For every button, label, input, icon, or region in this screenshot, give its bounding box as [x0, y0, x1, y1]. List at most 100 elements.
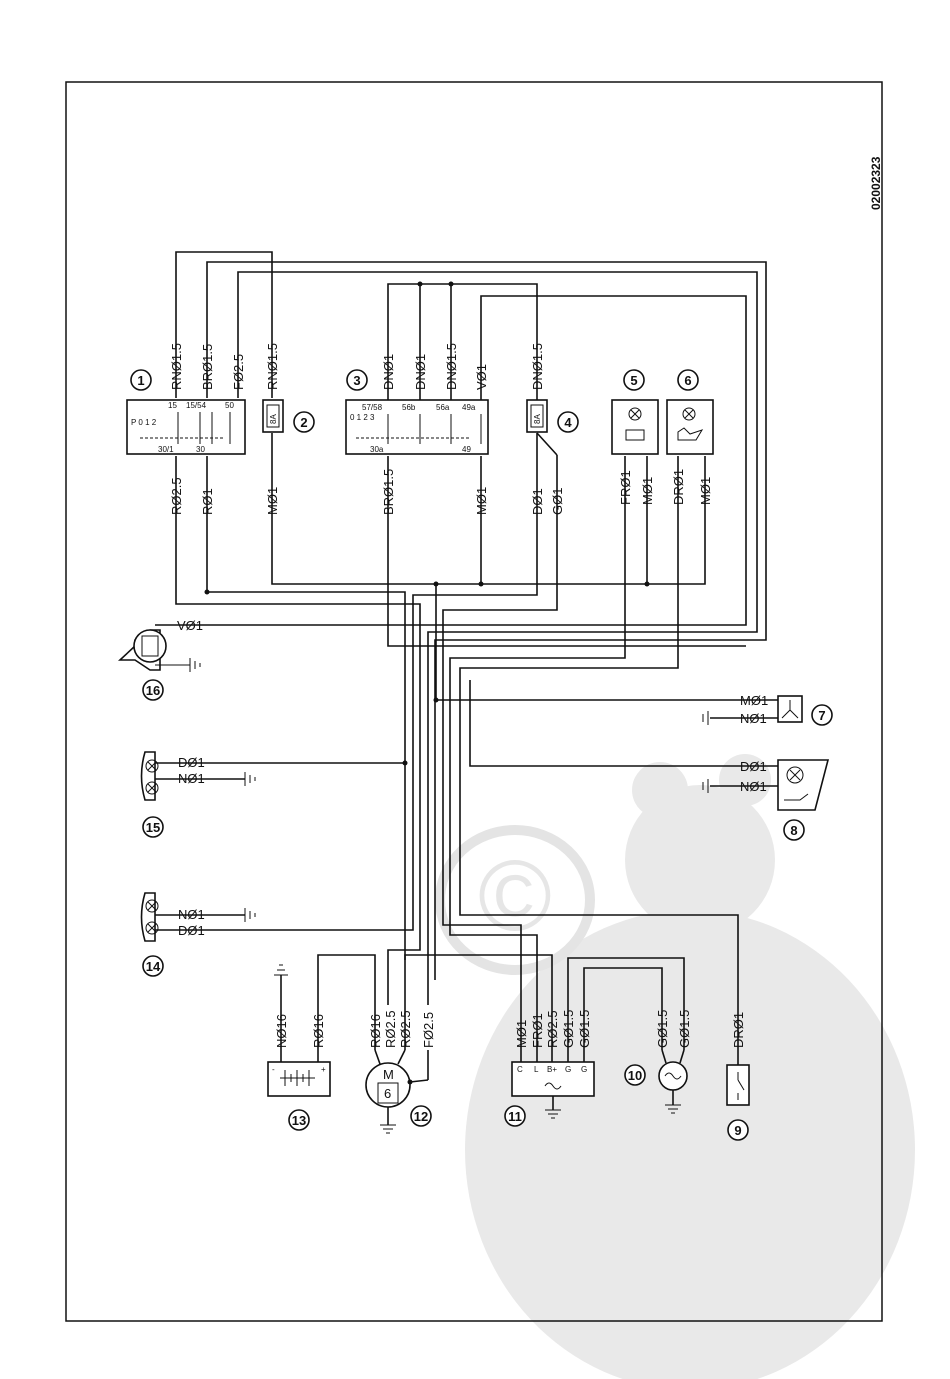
component-10-badge: [624, 1064, 646, 1086]
ignition-positions: P 0 1 2: [131, 418, 157, 427]
component-5-badge: [623, 369, 645, 391]
svg-text:VØ1: VØ1: [177, 618, 203, 633]
svg-text:49: 49: [462, 445, 471, 454]
svg-text:BRØ1.5: BRØ1.5: [200, 344, 215, 390]
svg-text:RØ2.5: RØ2.5: [169, 477, 184, 515]
svg-text:MØ1: MØ1: [640, 477, 655, 505]
svg-text:M: M: [383, 1067, 394, 1082]
svg-text:30a: 30a: [370, 445, 384, 454]
junction-dots: [204, 281, 650, 766]
svg-text:DRØ1: DRØ1: [671, 469, 686, 505]
component-7-badge: [811, 704, 833, 726]
svg-text:MØ1: MØ1: [740, 693, 768, 708]
svg-text:DNØ1.5: DNØ1.5: [444, 343, 459, 390]
svg-text:2: 2: [300, 415, 307, 430]
watermark-figure: ©: [435, 754, 915, 1379]
svg-text:MØ1: MØ1: [474, 487, 489, 515]
svg-text:9: 9: [734, 1123, 741, 1138]
svg-text:BRØ1.5: BRØ1.5: [381, 469, 396, 515]
svg-text:RØ16: RØ16: [311, 1014, 326, 1048]
svg-text:8A: 8A: [269, 414, 278, 424]
horn-button: [702, 695, 803, 725]
svg-text:L: L: [534, 1065, 539, 1074]
svg-text:RNØ1.5: RNØ1.5: [169, 343, 184, 390]
svg-text:13: 13: [292, 1113, 306, 1128]
wire-labels-mid: RØ2.5 RØ1 MØ1 BRØ1.5 MØ1 DØ1 GØ1 FRØ1 MØ…: [169, 469, 713, 515]
svg-text:-: -: [272, 1065, 275, 1074]
horn: [117, 629, 201, 672]
svg-text:DNØ1.5: DNØ1.5: [530, 343, 545, 390]
component-14-badge: [142, 955, 164, 977]
light-switch: 0 1 2 3 57/58 56b 56a 49a 30a 49: [345, 399, 489, 455]
svg-text:+: +: [321, 1065, 326, 1074]
regulator: C L B+ G G: [511, 1050, 595, 1119]
svg-text:7: 7: [818, 708, 825, 723]
svg-text:GØ1.5: GØ1.5: [577, 1010, 592, 1048]
svg-text:DØ1: DØ1: [740, 759, 767, 774]
svg-text:DØ1: DØ1: [178, 923, 205, 938]
svg-text:6: 6: [384, 1086, 391, 1101]
svg-text:56a: 56a: [436, 403, 450, 412]
wire-network: [155, 251, 767, 1080]
svg-text:57/58: 57/58: [362, 403, 383, 412]
component-15-badge: [142, 816, 164, 838]
component-13-badge: [288, 1109, 310, 1131]
svg-text:0 1 2 3: 0 1 2 3: [350, 413, 375, 422]
component-12-badge: [410, 1105, 432, 1127]
component-3-badge: [346, 369, 368, 391]
svg-text:NØ1: NØ1: [178, 771, 205, 786]
svg-text:FRØ1: FRØ1: [530, 1013, 545, 1048]
tail-lamp: [702, 759, 830, 811]
svg-text:RNØ1.5: RNØ1.5: [265, 343, 280, 390]
svg-text:FØ2.5: FØ2.5: [421, 1012, 436, 1048]
svg-text:GØ1.5: GØ1.5: [655, 1010, 670, 1048]
svg-text:3: 3: [353, 373, 360, 388]
svg-text:NØ1: NØ1: [178, 907, 205, 922]
svg-text:30/1: 30/1: [158, 445, 174, 454]
svg-text:GØ1: GØ1: [550, 488, 565, 515]
svg-text:G: G: [581, 1065, 587, 1074]
component-1-badge: [130, 369, 152, 391]
svg-text:11: 11: [508, 1109, 522, 1124]
generator: [658, 1049, 688, 1114]
svg-text:DØ1: DØ1: [530, 488, 545, 515]
svg-text:RØ2.5: RØ2.5: [383, 1010, 398, 1048]
headlamp-right: [140, 751, 256, 801]
svg-text:16: 16: [146, 683, 160, 698]
svg-text:MØ1: MØ1: [265, 487, 280, 515]
svg-text:MØ1: MØ1: [698, 477, 713, 505]
svg-text:10: 10: [628, 1068, 642, 1083]
svg-text:50: 50: [225, 401, 234, 410]
svg-text:VØ1: VØ1: [474, 364, 489, 390]
svg-text:FØ2.5: FØ2.5: [231, 354, 246, 390]
svg-text:4: 4: [564, 415, 572, 430]
svg-text:14: 14: [146, 959, 161, 974]
svg-text:C: C: [517, 1065, 523, 1074]
svg-text:5: 5: [630, 373, 637, 388]
page-frame: [65, 81, 883, 1322]
wire-labels-top: RNØ1.5 BRØ1.5 FØ2.5 RNØ1.5 DNØ1 DNØ1 DNØ…: [169, 343, 545, 390]
fuse-4: 8A: [526, 399, 548, 433]
svg-text:RØ2.5: RØ2.5: [545, 1010, 560, 1048]
diagram-code: 02002323: [869, 156, 883, 210]
svg-text:30: 30: [196, 445, 205, 454]
svg-text:RØ16: RØ16: [368, 1014, 383, 1048]
svg-text:GØ1.5: GØ1.5: [561, 1010, 576, 1048]
component-9-badge: [727, 1119, 749, 1141]
svg-text:8A: 8A: [533, 414, 542, 424]
oil-pressure-warning-lamp: [666, 399, 714, 455]
svg-text:DNØ1: DNØ1: [413, 354, 428, 390]
svg-text:FRØ1: FRØ1: [618, 470, 633, 505]
svg-text:1: 1: [137, 373, 144, 388]
svg-text:12: 12: [414, 1109, 428, 1124]
ignition-switch: P 0 1 2 15 15/54 50 30/1 30: [126, 399, 246, 455]
component-11-badge: [504, 1105, 526, 1127]
svg-text:15/54: 15/54: [186, 401, 207, 410]
svg-text:NØ16: NØ16: [274, 1014, 289, 1048]
svg-text:6: 6: [684, 373, 691, 388]
oil-pressure-switch: [726, 1064, 750, 1106]
svg-text:RØ2.5: RØ2.5: [398, 1010, 413, 1048]
component-16-badge: [142, 679, 164, 701]
svg-text:DNØ1: DNØ1: [381, 354, 396, 390]
svg-text:GØ1.5: GØ1.5: [677, 1010, 692, 1048]
